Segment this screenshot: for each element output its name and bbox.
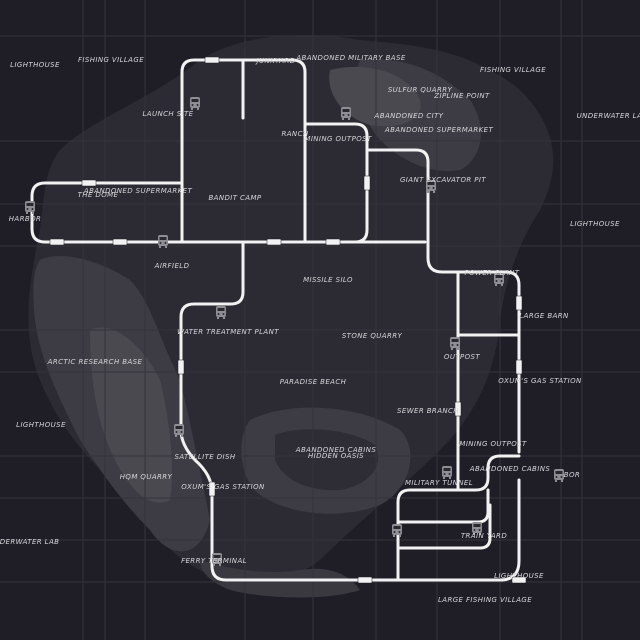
train-station-icon[interactable] — [471, 521, 483, 535]
train-station-icon[interactable] — [215, 305, 227, 319]
map-label: The Dome — [77, 191, 119, 199]
map-label: Underwater Lab — [0, 538, 60, 546]
train-station-icon[interactable] — [425, 179, 437, 193]
map-label: Abandoned Supermarket — [384, 126, 494, 134]
map-label: Mining Outpost — [304, 135, 372, 143]
map-label: Abandoned Cabins — [469, 465, 551, 473]
map-label: Stone Quarry — [341, 332, 403, 340]
platforms — [49, 56, 527, 584]
train-station-icon[interactable] — [189, 96, 201, 110]
train-station-icon[interactable] — [391, 523, 403, 537]
map-label: HQM Quarry — [119, 473, 173, 481]
map-label: Underwater Lab — [576, 112, 640, 120]
map-label: Arctic Research Base — [47, 358, 143, 366]
train-station-icon[interactable] — [449, 336, 461, 350]
map-label: Abandoned City — [374, 112, 444, 120]
map-label: Ferry Terminal — [181, 557, 247, 565]
map-label: Ranch — [281, 130, 309, 138]
map-label: Harbor — [8, 215, 42, 223]
map-label: Giant Excavator Pit — [399, 176, 487, 184]
map-label: Large Barn — [519, 312, 569, 320]
rail-tracks[interactable] — [30, 58, 521, 582]
map-label: Bandit Camp — [208, 194, 262, 202]
map-label: Mining Outpost — [459, 440, 527, 448]
map-label: Launch Site — [142, 110, 194, 118]
map-label: Zipline Point — [434, 92, 490, 100]
train-station-icon[interactable] — [24, 200, 36, 214]
map-label: Power Plant — [464, 269, 520, 277]
map-label: Abandoned Military Base — [296, 54, 406, 62]
map-label: Large Fishing Village — [437, 596, 533, 604]
map-label: Junkyard — [256, 57, 296, 65]
train-station-icon[interactable] — [553, 468, 565, 482]
map-label: Water Treatment Plant — [177, 328, 279, 336]
map-label: Sewer Branch — [397, 407, 459, 415]
map-label: Outpost — [443, 353, 481, 361]
map-label: Military Tunnel — [404, 479, 474, 487]
map-label: Lighthouse — [494, 572, 544, 580]
map-label: Train Yard — [460, 532, 508, 540]
map-label: Lighthouse — [570, 220, 620, 228]
map-label: Lighthouse — [10, 61, 60, 69]
train-station-icon[interactable] — [340, 106, 352, 120]
map-label: Fishing Village — [77, 56, 145, 64]
map-label: Airfield — [154, 262, 190, 270]
map-label: Lighthouse — [16, 421, 66, 429]
map-label: Oxum's Gas Station — [181, 483, 265, 491]
map-label: Hidden Oasis — [307, 452, 365, 460]
train-station-icon[interactable] — [441, 465, 453, 479]
map-label: Bor — [563, 471, 581, 479]
map-label: Fishing Village — [479, 66, 547, 74]
map-label: Oxum's Gas Station — [498, 377, 582, 385]
train-station-icon[interactable] — [211, 552, 223, 566]
train-station-icon[interactable] — [173, 423, 185, 437]
train-station-icon[interactable] — [157, 234, 169, 248]
map-label: Satellite Dish — [174, 453, 236, 461]
train-station-icon[interactable] — [493, 272, 505, 286]
map-label: Sulfur Quarry — [387, 86, 453, 94]
map-label: Missile Silo — [303, 276, 353, 284]
map-label: Abandoned Cabins — [295, 446, 377, 454]
map-label: Paradise Beach — [279, 378, 347, 386]
map-label: Abandoned Supermarket — [83, 187, 193, 195]
island-shape — [28, 35, 554, 598]
